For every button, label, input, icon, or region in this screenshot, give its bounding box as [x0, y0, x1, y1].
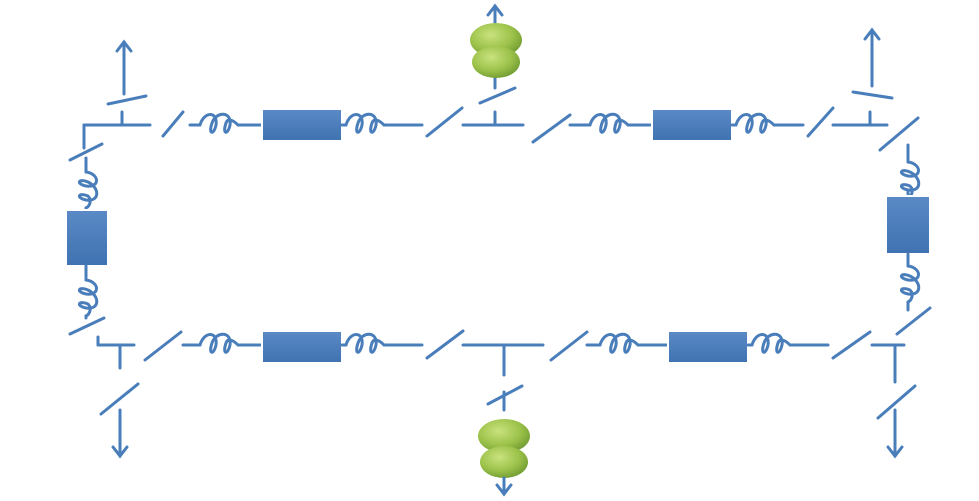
line-segment: [885, 195, 931, 255]
coil-winding: [344, 332, 386, 354]
load-arrow: [111, 408, 129, 459]
switch: [68, 316, 106, 336]
switch: [806, 106, 835, 138]
source-lobe: [470, 23, 522, 57]
coil-winding: [78, 170, 99, 210]
arrow-head: [115, 39, 133, 53]
reactor-coil: [198, 332, 240, 354]
source-lobe: [480, 446, 528, 478]
reactor-coil: [78, 278, 99, 318]
switch: [425, 329, 465, 360]
coil-winding: [78, 278, 99, 318]
reactor-coil: [198, 112, 240, 134]
load-arrow: [495, 476, 513, 497]
switch: [531, 113, 572, 144]
coil-winding: [900, 160, 921, 200]
switch: [478, 86, 517, 105]
reactor-coil: [900, 160, 921, 200]
coil-winding: [750, 332, 792, 354]
load-arrow: [863, 27, 881, 88]
source-lobe: [472, 46, 520, 78]
load-arrow: [115, 39, 133, 96]
line-segment: [261, 108, 343, 142]
coil-winding: [900, 264, 921, 304]
switch: [549, 330, 589, 362]
switch: [106, 94, 148, 106]
coil-winding: [198, 112, 240, 134]
line-segment: [667, 330, 749, 364]
coil-winding: [344, 112, 386, 134]
switch: [143, 330, 183, 362]
reactor-coil: [344, 112, 386, 134]
reactor-coil: [750, 332, 792, 354]
switch: [831, 330, 872, 360]
coil-winding: [598, 332, 640, 354]
switch: [876, 384, 917, 420]
reactor-coil: [344, 332, 386, 354]
switch: [851, 90, 894, 100]
coil-winding: [588, 112, 630, 134]
reactor-coil: [900, 264, 921, 304]
switch: [68, 142, 104, 162]
switch: [99, 382, 140, 416]
arrow-head: [495, 483, 513, 497]
switch: [878, 116, 920, 152]
arrow-head: [863, 27, 881, 41]
load-arrow: [886, 408, 904, 459]
switch: [425, 106, 464, 138]
source-lobe: [478, 419, 530, 453]
coil-winding: [198, 332, 240, 354]
switch: [161, 110, 185, 138]
reactor-coil: [588, 112, 630, 134]
coil-winding: [734, 112, 776, 134]
line-segment: [261, 330, 343, 364]
line-segment: [65, 209, 109, 267]
reactor-coil: [734, 112, 776, 134]
arrow-head: [886, 445, 904, 459]
reactor-coil: [78, 170, 99, 210]
line-segment: [651, 108, 733, 142]
arrow-head: [486, 3, 504, 17]
arrow-head: [111, 445, 129, 459]
switch: [895, 306, 932, 336]
generator-source: [478, 419, 530, 478]
reactor-coil: [598, 332, 640, 354]
generator-source: [470, 23, 522, 78]
